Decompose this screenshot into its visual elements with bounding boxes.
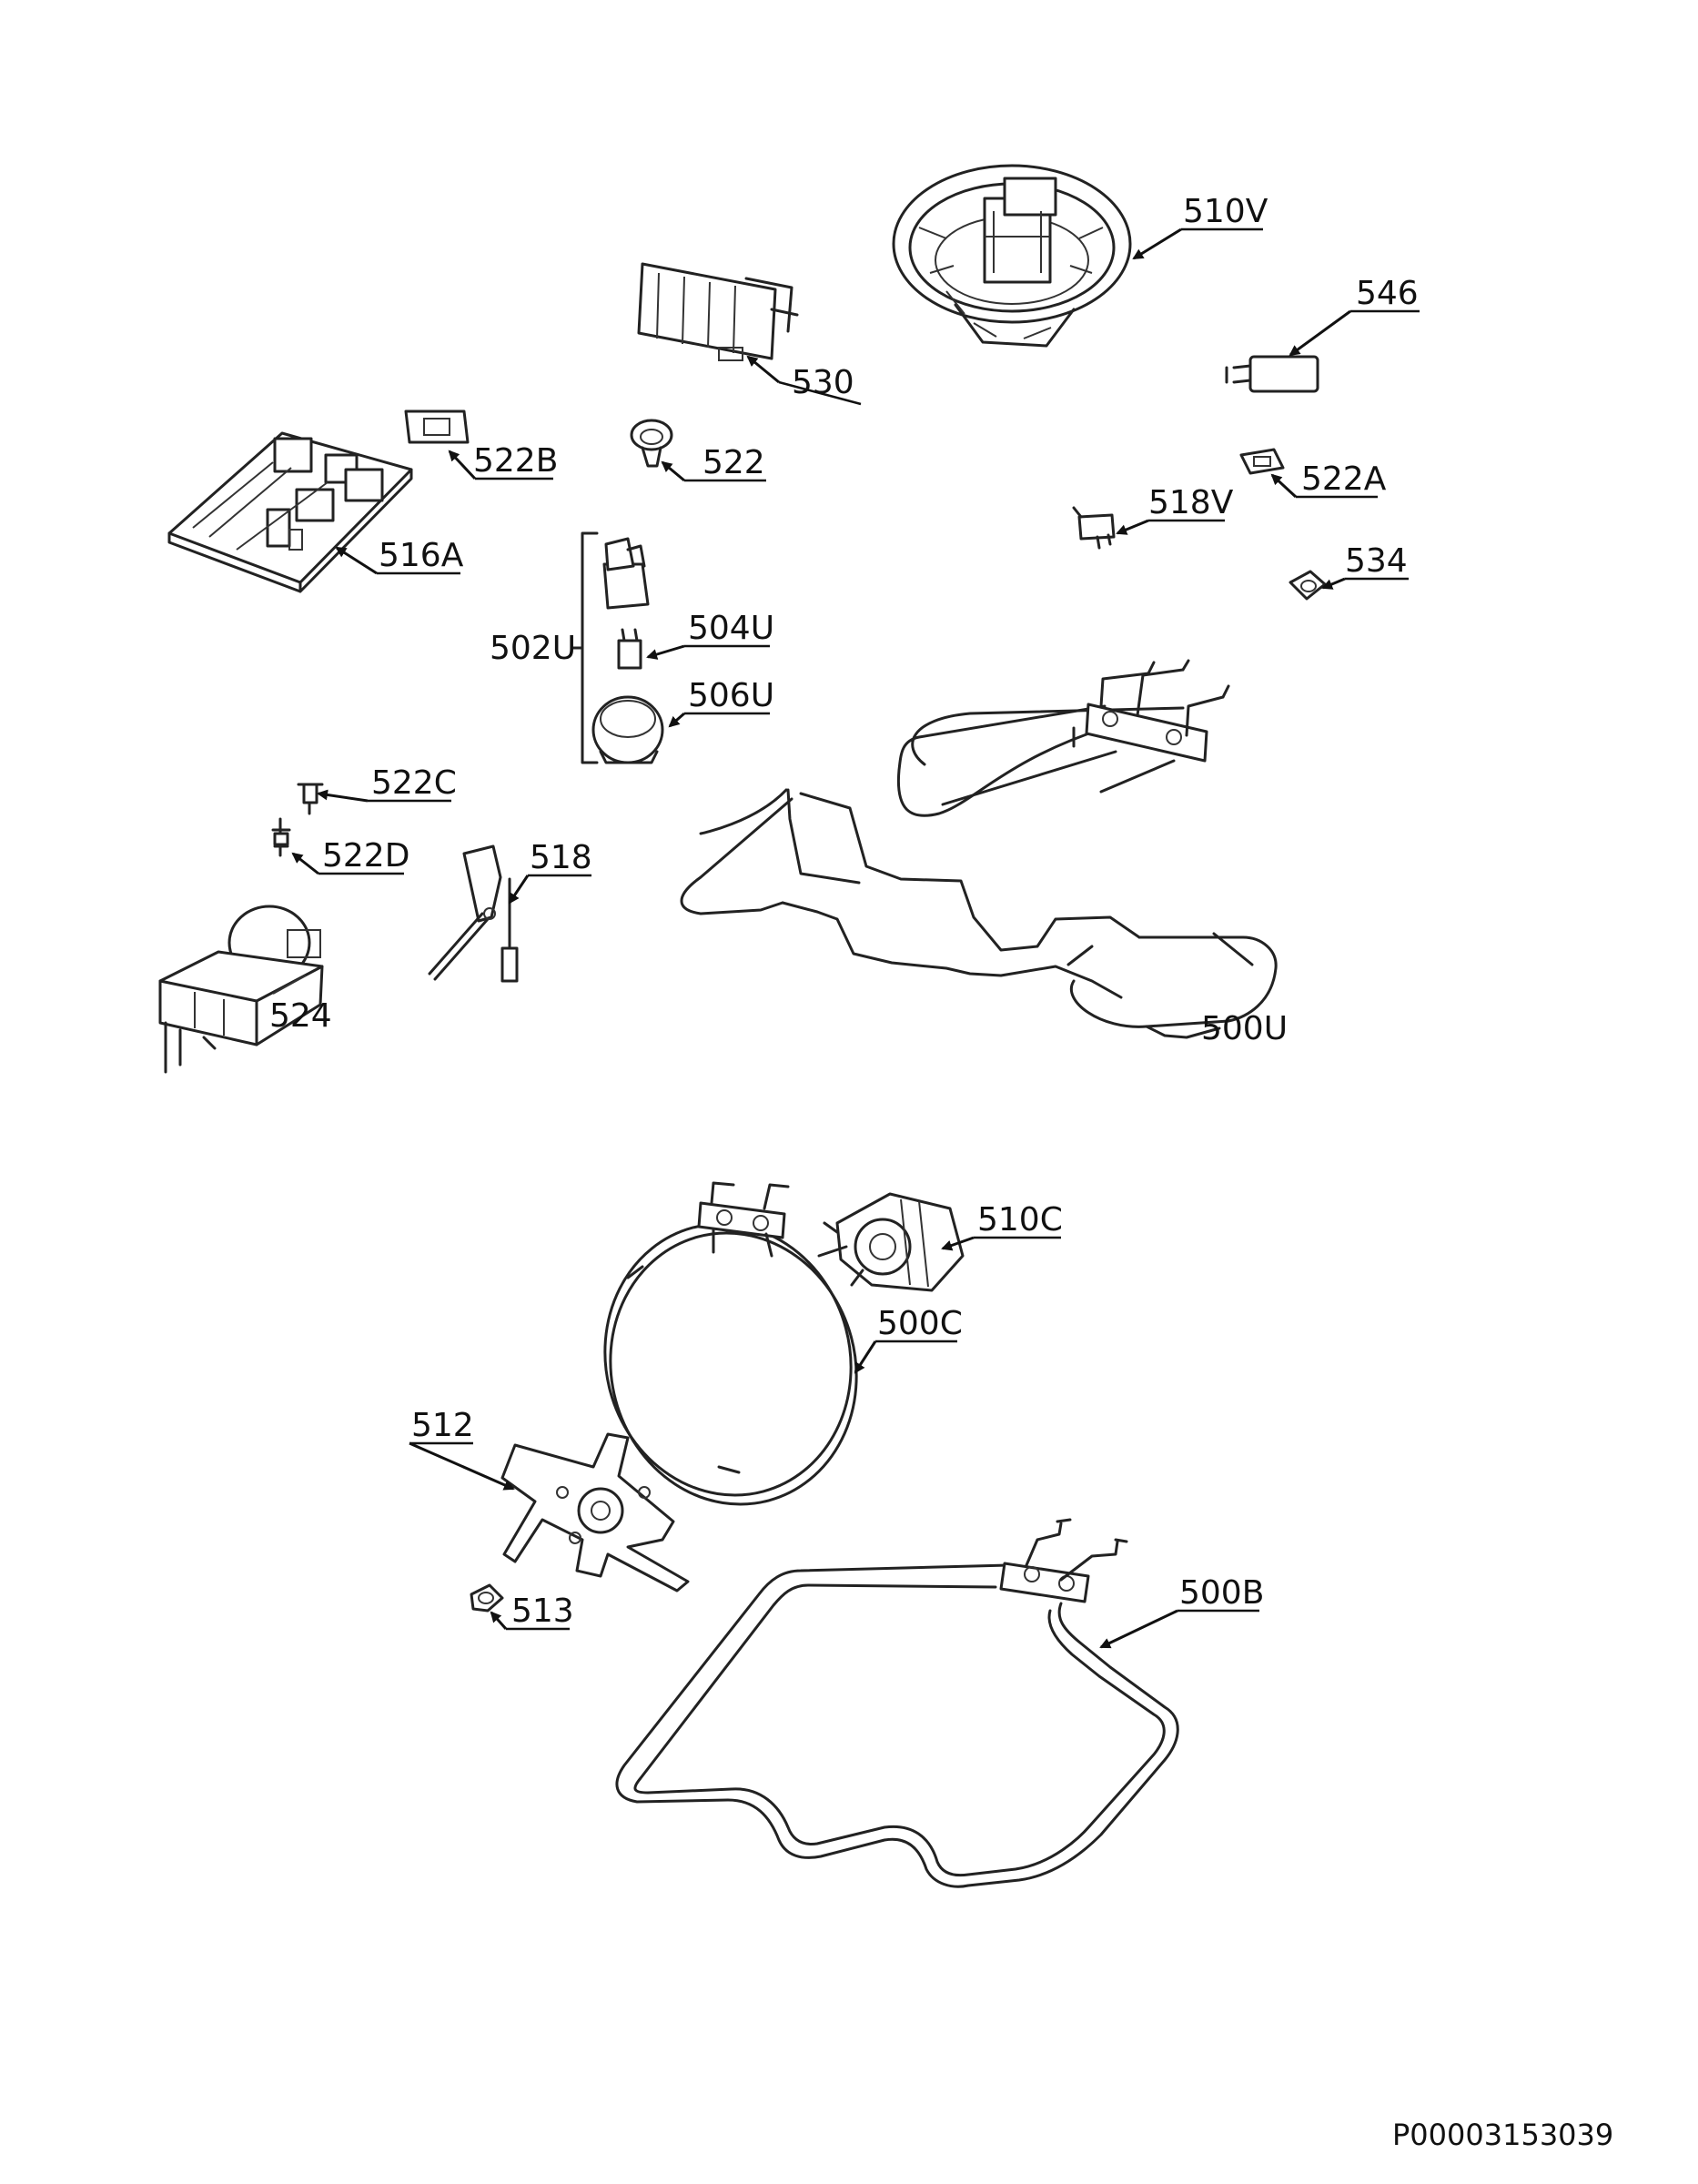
callout-546: 546 [1356,275,1419,312]
callout-500b: 500B [1179,1574,1264,1612]
part-546 [1225,355,1319,393]
circular-element-500c [603,1181,858,1506]
callout-522c: 522C [371,764,457,802]
callout-522a: 522A [1301,460,1387,498]
callout-516a: 516A [379,537,464,574]
callout-522d: 522D [322,837,409,875]
bottom-element-500b [615,1518,1179,1888]
callout-534: 534 [1345,542,1408,580]
nut-513 [470,1583,504,1613]
terminal-block-530 [637,262,799,361]
callout-513: 513 [511,1592,574,1630]
part-504u [617,628,642,670]
temperature-probe-518 [428,844,519,983]
fan-motor-assembly-510v [892,164,1132,348]
fan-blade-512 [500,1432,690,1592]
callout-500u: 500U [1201,1010,1288,1047]
grill-element-500u [680,659,1278,1039]
control-board-516a [167,431,413,593]
document-id: P00003153039 [1392,2118,1613,2152]
part-522a [1239,448,1285,475]
callout-524: 524 [269,997,332,1035]
part-534 [1289,570,1327,601]
callout-500c: 500C [877,1305,963,1342]
part-502u [602,537,650,610]
group-502u-bracket [570,531,599,764]
part-522b [404,410,470,444]
callout-518v: 518V [1148,484,1234,521]
part-522d [271,817,291,857]
callout-522: 522 [702,444,765,481]
callout-510v: 510V [1183,193,1268,230]
module-524 [158,905,324,1074]
part-522 [630,419,673,468]
callout-518: 518 [530,839,592,876]
callout-512: 512 [411,1407,474,1444]
callout-502u: 502U [490,630,576,667]
part-506u [591,695,664,764]
part-518v [1072,506,1116,550]
callout-522b: 522B [473,442,558,480]
callout-530: 530 [792,364,854,401]
callout-510c: 510C [977,1201,1063,1239]
callout-504u: 504U [688,610,774,647]
fan-motor-510c [817,1192,965,1292]
callout-506u: 506U [688,677,774,714]
part-522c [297,783,324,815]
